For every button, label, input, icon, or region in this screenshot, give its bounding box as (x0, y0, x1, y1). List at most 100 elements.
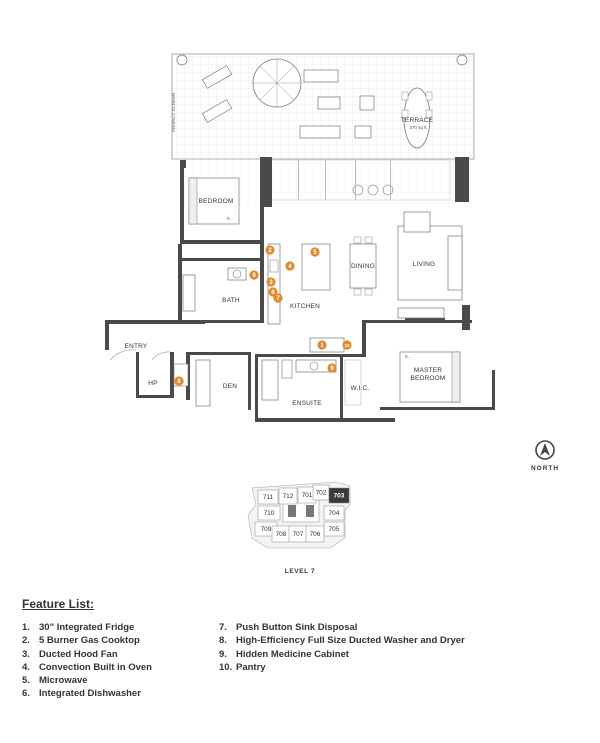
svg-text:707: 707 (293, 531, 304, 538)
plant-pot (176, 54, 188, 66)
outdoor-chair (359, 95, 375, 111)
list-item: 3.Ducted Hood Fan (22, 648, 118, 660)
svg-text:8: 8 (177, 379, 181, 385)
svg-text:4: 4 (288, 264, 292, 270)
list-item: 1.30" Integrated Fridge (22, 622, 135, 633)
privacy-screen-label: PRIVACY SCREEN (171, 93, 176, 132)
svg-text:9: 9 (330, 366, 334, 372)
compass-icon (535, 440, 555, 460)
terrace: TERRACE 370 sq ft (171, 53, 475, 196)
list-item: 5.Microwave (22, 675, 88, 687)
list-item: 9.Hidden Medicine Cabinet (219, 648, 349, 660)
svg-text:708: 708 (276, 531, 287, 538)
svg-text:10: 10 (344, 343, 350, 348)
svg-text:701: 701 (302, 492, 313, 499)
marker-9: 9 (327, 363, 337, 373)
svg-text:703: 703 (334, 493, 345, 500)
unit-702: 702 (312, 484, 330, 501)
unit-705: 705 (323, 521, 345, 537)
marker-1: 1 (317, 340, 327, 350)
list-item: 7.Push Button Sink Disposal (219, 622, 358, 633)
svg-text:704: 704 (329, 510, 340, 517)
outdoor-chair (354, 125, 372, 139)
feature-list-title: Feature List: (22, 597, 95, 611)
living-label: LIVING (413, 261, 436, 268)
svg-text:7: 7 (276, 296, 280, 302)
master-bedroom: K. MASTER BEDROOM (399, 351, 461, 403)
floor-plan: TERRACE 370 sq ft PRIVACY SCREEN (105, 53, 559, 575)
unit-712: 712 (278, 487, 298, 505)
bedroom-label: BEDROOM (199, 198, 234, 205)
svg-text:705: 705 (329, 526, 340, 533)
terrace-label: TERRACE (401, 117, 434, 124)
outdoor-table (317, 96, 341, 110)
marker-3: 3 (266, 277, 276, 287)
entry-area: ENTRY HP DEN (109, 343, 237, 407)
list-item: 6.Integrated Dishwasher (22, 688, 141, 700)
svg-text:3: 3 (269, 280, 273, 286)
key-plan-label: LEVEL 7 (285, 568, 315, 575)
entry-label: ENTRY (125, 343, 148, 350)
lounger (201, 99, 233, 123)
plant-pot (456, 54, 468, 66)
marker-10: 10 (342, 340, 352, 350)
feature-column-2: 7.Push Button Sink Disposal 8.High-Effic… (219, 621, 465, 701)
unit-704: 704 (323, 505, 345, 521)
bedroom-k: K. (227, 216, 231, 221)
marker-4: 4 (285, 261, 295, 271)
hp-label: HP (148, 380, 157, 387)
bath: BATH (182, 267, 247, 312)
compass: NORTH (531, 440, 559, 472)
list-item: 4.Convection Built in Oven (22, 661, 152, 673)
svg-text:709: 709 (261, 526, 272, 533)
feature-column-1: 1.30" Integrated Fridge 2.5 Burner Gas C… (22, 621, 219, 701)
svg-text:2: 2 (268, 248, 272, 254)
master-label-2: BEDROOM (411, 375, 446, 382)
list-item: 10.Pantry (219, 661, 266, 673)
unit-708: 708 (271, 525, 291, 543)
marker-9: 9 (249, 270, 259, 280)
list-item: 2.5 Burner Gas Cooktop (22, 635, 140, 647)
svg-text:710: 710 (264, 510, 275, 517)
unit-703: 703 (328, 487, 350, 504)
wic: W.I.C. (344, 359, 370, 406)
dining: DINING (349, 236, 377, 296)
unit-707: 707 (288, 525, 308, 543)
unit-711: 711 (257, 489, 279, 505)
marker-8: 8 (174, 376, 184, 386)
svg-text:706: 706 (310, 531, 321, 538)
ensuite-label: ENSUITE (292, 400, 322, 407)
outdoor-sofa (299, 125, 341, 139)
marker-2: 2 (265, 245, 275, 255)
unit-706: 706 (305, 525, 325, 543)
lounger (201, 65, 233, 89)
marker-7: 7 (273, 293, 283, 303)
wic-label: W.I.C. (351, 385, 370, 392)
list-item: 8.High-Efficiency Full Size Ducted Washe… (219, 635, 465, 647)
marker-5: 5 (310, 247, 320, 257)
compass-label: NORTH (531, 465, 559, 472)
den-label: DEN (223, 383, 237, 390)
svg-text:712: 712 (283, 493, 294, 500)
unit-701: 701 (297, 486, 317, 504)
dining-label: DINING (351, 263, 375, 270)
svg-text:9: 9 (252, 273, 256, 279)
unit-710: 710 (257, 505, 281, 521)
ensuite: ENSUITE (261, 359, 337, 407)
bedroom: BEDROOM K. (188, 177, 240, 225)
kitchen-label: KITCHEN (290, 303, 320, 310)
unit-709: 709 (254, 521, 278, 537)
svg-text:711: 711 (263, 494, 274, 501)
bath-label: BATH (222, 297, 240, 304)
terrace-area: 370 sq ft (409, 125, 427, 130)
svg-text:702: 702 (316, 490, 327, 497)
living: LIVING (397, 211, 463, 319)
master-k: K. (405, 354, 409, 359)
svg-text:1: 1 (320, 343, 324, 349)
svg-text:5: 5 (313, 250, 317, 256)
master-label-1: MASTER (414, 367, 442, 374)
walls (105, 157, 495, 422)
feature-list: Feature List: 1.30" Integrated Fridge 2.… (22, 597, 582, 701)
